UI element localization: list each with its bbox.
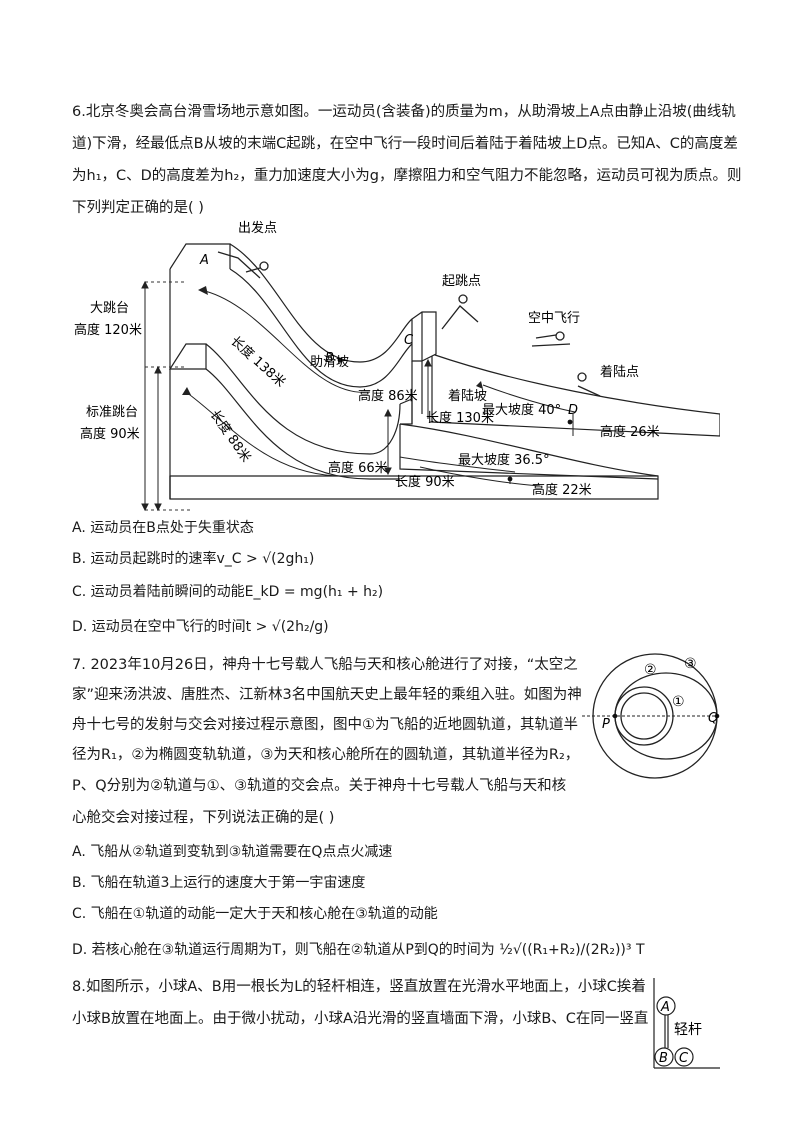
rod-label: 轻杆 bbox=[674, 1022, 702, 1038]
ball-C-label: C bbox=[679, 1051, 689, 1066]
label-height-22: 高度 22米 bbox=[532, 482, 592, 498]
q6-stem-line-4: 下列判定正确的是( ) bbox=[72, 200, 204, 216]
q6-option-c: C. 运动员着陆前瞬间的动能E_kD = mg(h₁ + h₂) bbox=[72, 584, 384, 600]
label-ramp: 助滑坡 bbox=[310, 355, 349, 370]
label-height-26: 高度 26米 bbox=[600, 424, 660, 440]
label-standard-platform: 标准跳台 bbox=[86, 405, 138, 420]
rod-balls-figure: A B C 轻杆 bbox=[653, 978, 720, 1069]
q6-stem-line-2: 道)下滑，经最低点B从坡的末端C起跳，在空中飞行一段时间后着陆于着陆坡上D点。已… bbox=[72, 136, 738, 152]
orbit-2-label: ② bbox=[644, 662, 657, 678]
label-standard-platform-height: 高度 90米 bbox=[80, 426, 140, 442]
ball-A-label: A bbox=[660, 1000, 670, 1015]
label-landing-point: 着陆点 bbox=[600, 364, 639, 380]
label-height-66: 高度 66米 bbox=[328, 460, 388, 476]
label-big-platform: 大跳台 bbox=[90, 301, 129, 316]
q6-option-a: A. 运动员在B点处于失重状态 bbox=[72, 520, 254, 536]
q7-stem-line-4: 径为R₁，②为椭圆变轨轨道，③为天和核心舱所在的圆轨道，其轨道半径为R₂， bbox=[72, 747, 580, 763]
q6-option-d: D. 运动员在空中飞行的时间t > √(2h₂/g) bbox=[72, 619, 329, 635]
label-length-130: 长度 130米 bbox=[426, 410, 494, 426]
label-start-point: 出发点 bbox=[238, 220, 277, 236]
q7-stem-line-3: 舟十七号的发射与交会对接过程示意图，图中①为飞船的近地圆轨道，其轨道半 bbox=[72, 717, 578, 733]
label-length-90: 长度 90米 bbox=[395, 474, 455, 490]
q6-option-b: B. 运动员起跳时的速率v_C > √(2gh₁) bbox=[72, 551, 315, 567]
point-P-label: P bbox=[602, 717, 610, 732]
q7-option-d: D. 若核心舱在③轨道运行周期为T，则飞船在②轨道从P到Q的时间为 ½√((R₁… bbox=[72, 942, 645, 958]
q6-stem-line-3: 为h₁，C、D的高度差为h₂，重力加速度大小为g，摩擦阻力和空气阻力不能忽略，运… bbox=[72, 168, 742, 184]
label-max-slope-365: 最大坡度 36.5° bbox=[458, 452, 550, 468]
label-point-C: C bbox=[404, 333, 414, 348]
q8-stem-line-1: 8.如图所示，小球A、B用一根长为L的轻杆相连，竖直放置在光滑水平地面上，小球C… bbox=[72, 979, 646, 995]
label-takeoff-point: 起跳点 bbox=[442, 274, 481, 289]
orbit-1-label: ① bbox=[672, 694, 685, 710]
label-max-slope-40: 最大坡度 40° bbox=[482, 402, 561, 418]
label-big-platform-height: 高度 120米 bbox=[74, 322, 142, 338]
q7-stem-line-2: 家”迎来汤洪波、唐胜杰、江新林3名中国航天史上最年轻的乘组入驻。如图为神 bbox=[72, 687, 582, 703]
orbit-3-label: ③ bbox=[684, 656, 697, 672]
q7-option-b: B. 飞船在轨道3上运行的速度大于第一宇宙速度 bbox=[72, 875, 366, 891]
orbit-figure: ② ③ ① P Q bbox=[582, 653, 720, 779]
q6-stem-line-1: 6.北京冬奥会高台滑雪场地示意如图。一运动员(含装备)的质量为m，从助滑坡上A点… bbox=[72, 104, 736, 120]
q7-stem-line-1: 7. 2023年10月26日，神舟十七号载人飞船与天和核心舱进行了对接，“太空之 bbox=[72, 657, 578, 673]
q7-option-c: C. 飞船在①轨道的动能一定大于天和核心舱在③轨道的动能 bbox=[72, 906, 438, 922]
label-point-A: A bbox=[199, 253, 209, 268]
label-length-88: 长度 88米 bbox=[207, 407, 254, 465]
q7-stem-line-6: 心舱交会对接过程，下列说法正确的是( ) bbox=[72, 810, 335, 826]
point-Q-label: Q bbox=[708, 711, 718, 726]
q7-stem-line-5: P、Q分别为②轨道与①、③轨道的交会点。关于神舟十七号载人飞船与天和核 bbox=[72, 778, 567, 794]
q7-option-a: A. 飞船从②轨道到变轨到③轨道需要在Q点点火减速 bbox=[72, 844, 393, 860]
label-point-D: D bbox=[568, 403, 578, 418]
label-flight: 空中飞行 bbox=[528, 311, 580, 326]
ball-B-label: B bbox=[659, 1051, 668, 1066]
label-point-B: B bbox=[325, 351, 334, 366]
ski-jump-figure: 出发点 起跳点 空中飞行 着陆点 大跳台 高度 120米 标准跳台 高度 90米… bbox=[74, 220, 720, 512]
label-landing-slope: 着陆坡 bbox=[448, 388, 487, 404]
label-height-86: 高度 86米 bbox=[358, 388, 418, 404]
q8-stem-line-2: 小球B放置在地面上。由于微小扰动，小球A沿光滑的竖直墙面下滑，小球B、C在同一竖… bbox=[72, 1011, 649, 1027]
